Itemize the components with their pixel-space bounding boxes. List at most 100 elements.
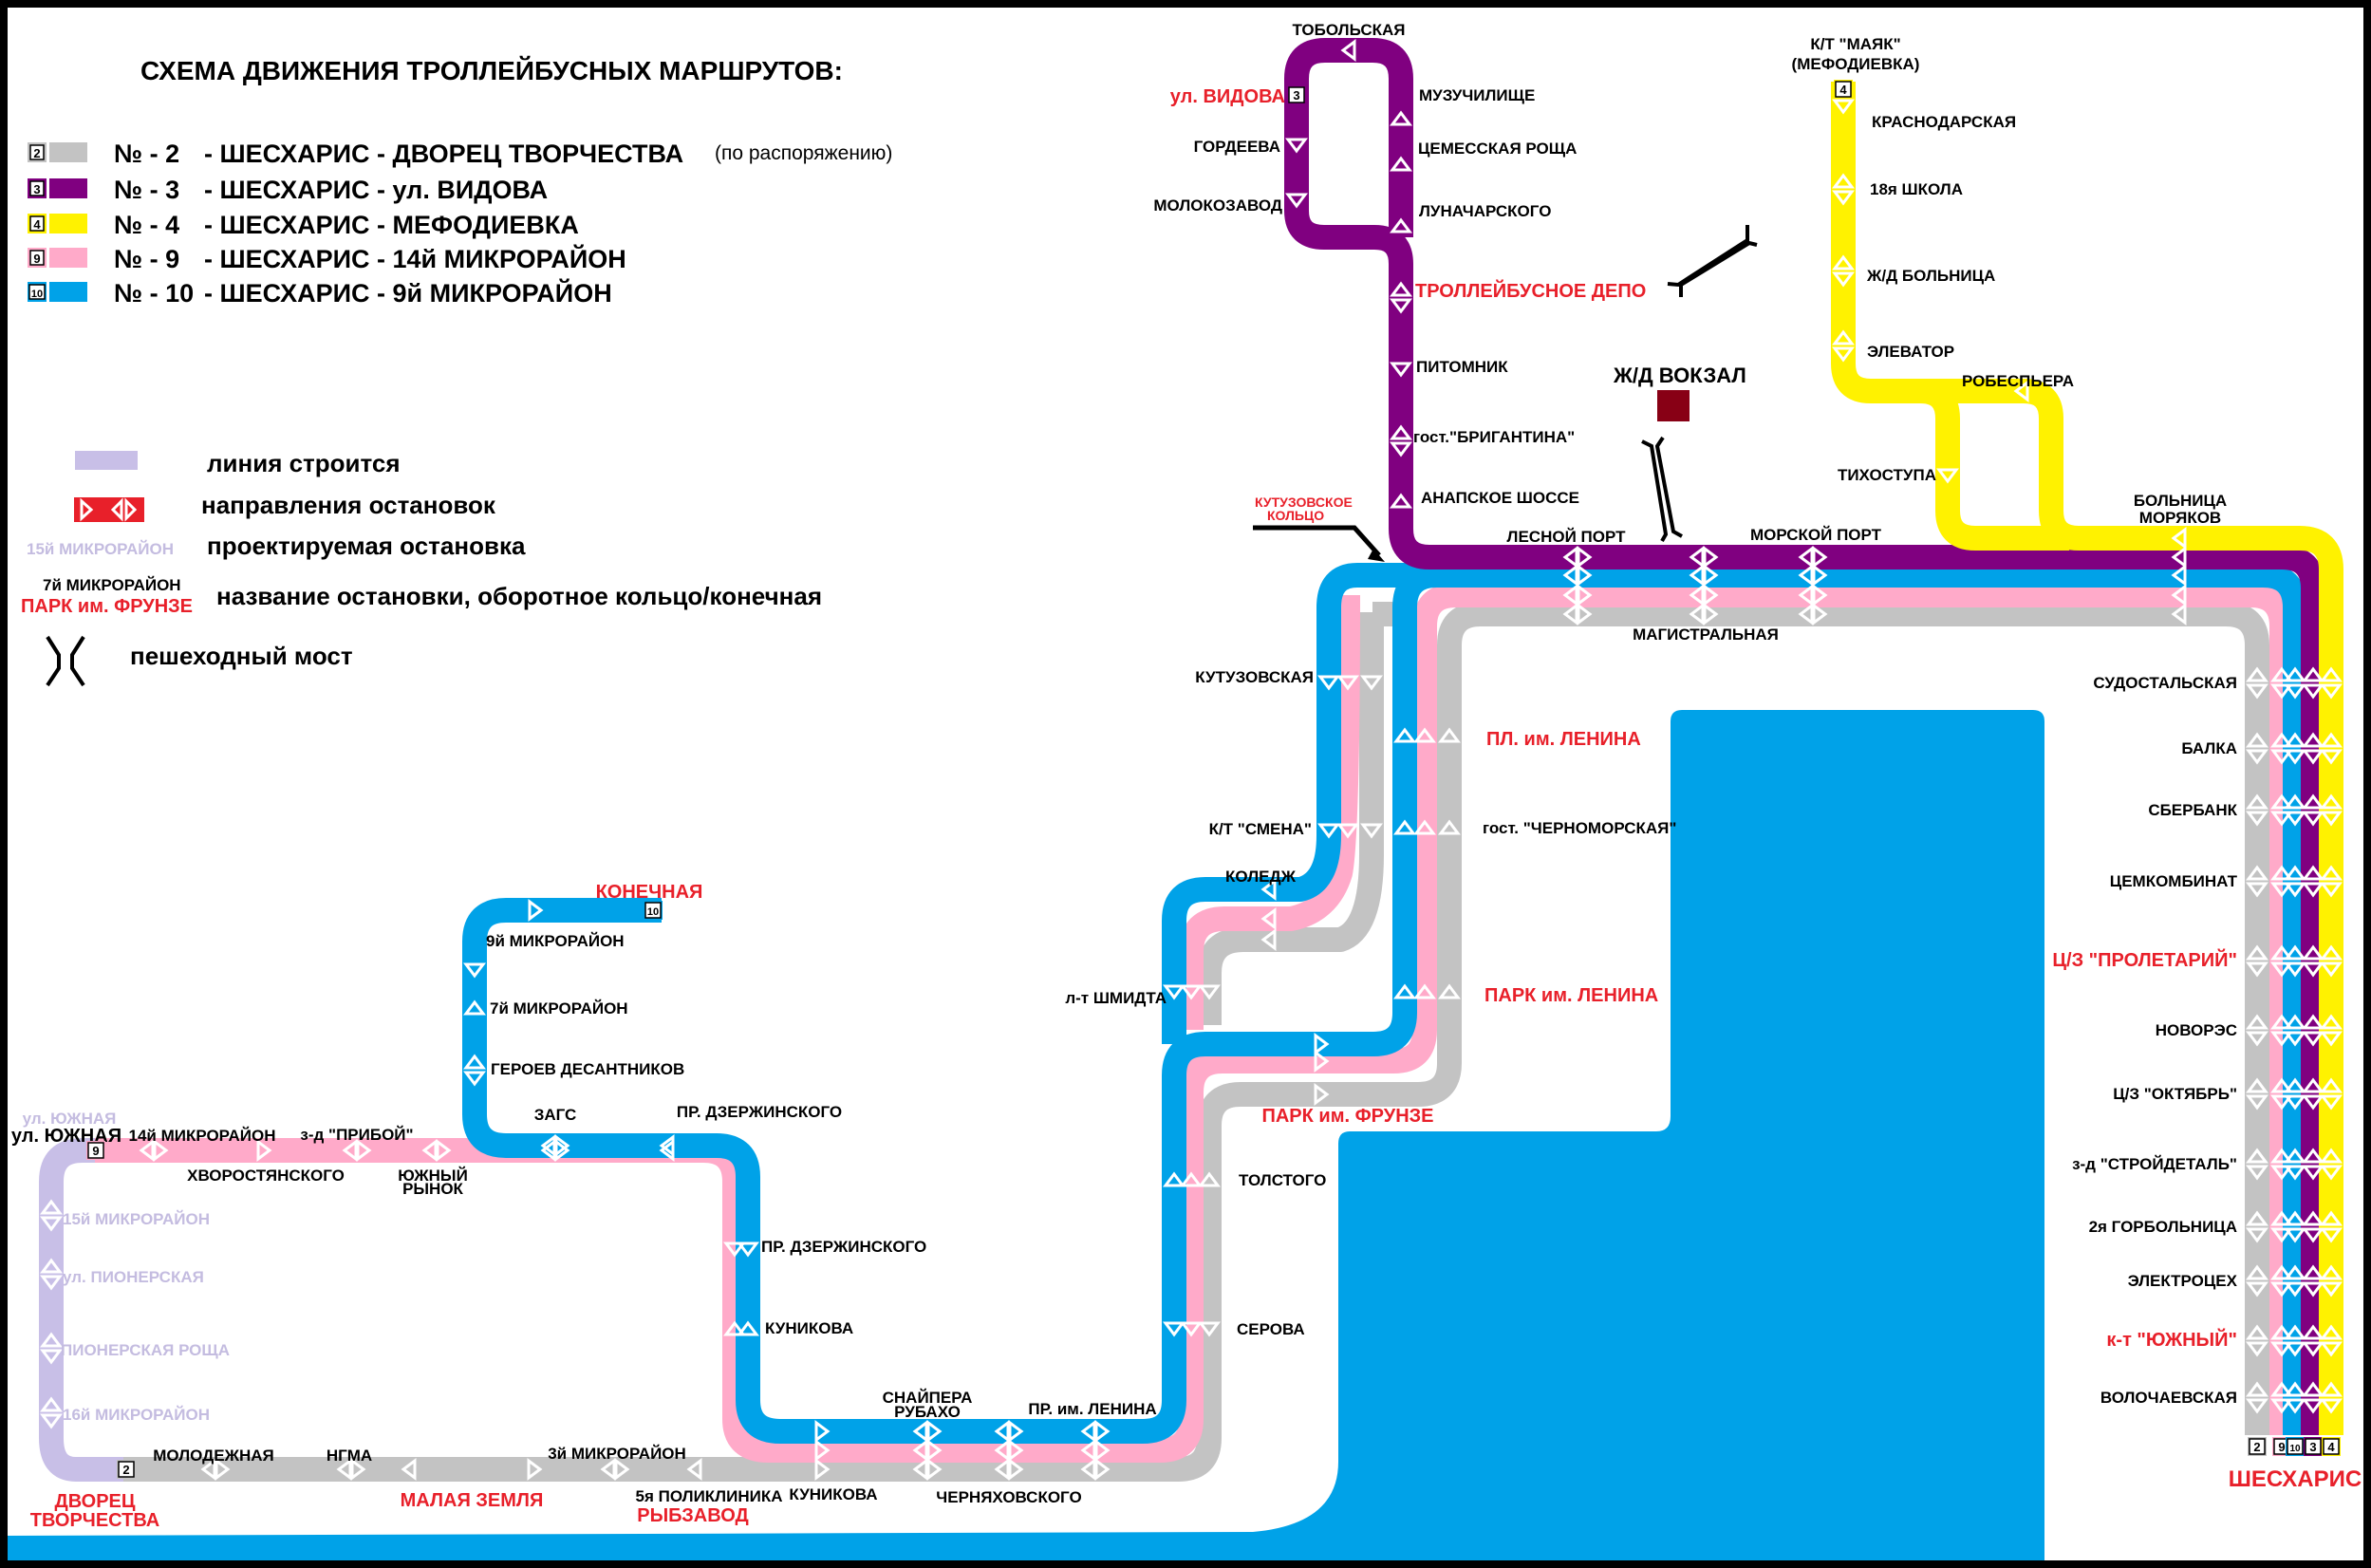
stop-label[interactable]: ПР. ДЗЕРЖИНСКОГО bbox=[677, 1103, 842, 1121]
stop-label[interactable]: ЗАГС bbox=[534, 1106, 577, 1124]
stop-bidirectional-icon bbox=[2246, 1094, 2268, 1111]
legend-route-10[interactable]: 10 № - 10 - ШЕСХАРИС - 9й МИКРОРАЙОН bbox=[28, 278, 612, 308]
stop-label[interactable]: ЦЕМЕССКАЯ РОЩА bbox=[1418, 140, 1577, 158]
stop-label[interactable]: ЭЛЕКТРОЦЕХ bbox=[2128, 1272, 2238, 1290]
legend-route-9[interactable]: 9 № - 9 - ШЕСХАРИС - 14й МИКРОРАЙОН bbox=[28, 244, 626, 273]
stop-label[interactable]: гост. "ЧЕРНОМОРСКАЯ" bbox=[1483, 819, 1676, 837]
projected-stop-label[interactable]: ул. ПИОНЕРСКАЯ bbox=[63, 1268, 204, 1286]
stop-arrow-down-icon bbox=[463, 962, 486, 979]
projected-stop-label[interactable]: 16й МИКРОРАЙОН bbox=[63, 1406, 210, 1424]
stop-label[interactable]: НОВОРЭС bbox=[2156, 1021, 2237, 1039]
stop-label[interactable]: КУТУЗОВСКАЯ bbox=[1195, 668, 1314, 686]
stop-label[interactable]: СНАЙПЕРА bbox=[883, 1389, 973, 1407]
stop-label[interactable]: 9й МИКРОРАЙОН bbox=[486, 932, 625, 950]
legend-route-4[interactable]: 4 № - 4 - ШЕСХАРИС - МЕФОДИЕВКА bbox=[28, 211, 579, 239]
stop-label[interactable]: ЦЕМКОМБИНАТ bbox=[2110, 872, 2238, 890]
terminal-label[interactable]: ДВОРЕЦ bbox=[54, 1491, 135, 1512]
legend-route-3[interactable]: 3 № - 3 - ШЕСХАРИС - ул. ВИДОВА bbox=[28, 176, 548, 204]
stop-label[interactable]: КРАСНОДАРСКАЯ bbox=[1872, 113, 2016, 131]
stop-label[interactable]: з-д "ПРИБОЙ" bbox=[300, 1126, 413, 1144]
stop-label[interactable]: ТОЛСТОГО bbox=[1239, 1171, 1326, 1189]
stop-label[interactable]: л-т ШМИДТА bbox=[1065, 989, 1167, 1007]
legend-projected-label: проектируемая остановка bbox=[207, 532, 526, 560]
stop-label[interactable]: 7й МИКРОРАЙОН bbox=[490, 999, 628, 1017]
stop-label[interactable]: РЫНОК bbox=[402, 1180, 463, 1198]
stop-label[interactable]: МОЛОДЕЖНАЯ bbox=[153, 1447, 273, 1465]
stop-bidirectional-icon bbox=[40, 1275, 63, 1291]
projected-stop-label[interactable]: ул. ЮЖНАЯ bbox=[23, 1110, 117, 1128]
stop-arrow-up-icon bbox=[723, 1320, 746, 1336]
terminal-label-sheskharis[interactable]: ШЕСХАРИС bbox=[2229, 1466, 2362, 1492]
stop-label[interactable]: ЭЛЕВАТОР bbox=[1867, 343, 1954, 361]
stop-label[interactable]: ЛУНАЧАРСКОГО bbox=[1419, 202, 1551, 220]
stop-label[interactable]: МАГИСТРАЛЬНАЯ bbox=[1633, 625, 1779, 644]
terminal-label[interactable]: к-т "ЮЖНЫЙ" bbox=[2106, 1328, 2237, 1351]
stop-label[interactable]: АНАПСКОЕ ШОССЕ bbox=[1421, 489, 1579, 507]
stop-label[interactable]: СБЕРБАНК bbox=[2148, 801, 2237, 819]
stop-arrow-right-icon bbox=[814, 1458, 831, 1481]
terminal-label[interactable]: ПАРК им. ЛЕНИНА bbox=[1484, 985, 1658, 1006]
projected-stop-label[interactable]: 15й МИКРОРАЙОН bbox=[63, 1210, 210, 1228]
stop-label[interactable]: ГОРДЕЕВА bbox=[1194, 138, 1280, 156]
stop-label[interactable]: ПР. им. ЛЕНИНА bbox=[1028, 1400, 1156, 1418]
stop-bidirectional-icon bbox=[2246, 1014, 2268, 1030]
stop-label[interactable]: ЮЖНЫЙ bbox=[398, 1167, 468, 1185]
stop-bidirectional-icon bbox=[2270, 1264, 2293, 1280]
stop-label[interactable]: БАЛКА bbox=[2181, 739, 2237, 757]
stop-bidirectional-icon bbox=[1798, 546, 1814, 569]
center-stops: КУТУЗОВСКАЯ К/Т "СМЕНА" КОЛЕДЖ л-т ШМИДТ… bbox=[1065, 668, 1676, 1338]
stop-label[interactable]: 5я ПОЛИКЛИНИКА bbox=[636, 1487, 783, 1505]
stop-arrow-left-icon bbox=[2171, 527, 2187, 550]
stop-bidirectional-icon bbox=[1703, 584, 1719, 607]
stop-label[interactable]: СУДОСТАЛЬСКАЯ bbox=[2093, 674, 2237, 692]
stop-label[interactable]: Ц/З "ОКТЯБРЬ" bbox=[2113, 1085, 2237, 1103]
stop-label[interactable]: ЛЕСНОЙ ПОРТ bbox=[1507, 528, 1627, 546]
stop-label[interactable]: СЕРОВА bbox=[1237, 1320, 1305, 1338]
stop-label[interactable]: БОЛЬНИЦА bbox=[2134, 492, 2227, 510]
terminal-label[interactable]: ул. ВИДОВА bbox=[1170, 86, 1285, 107]
stop-label[interactable]: 14й МИКРОРАЙОН bbox=[128, 1127, 275, 1145]
stop-label[interactable]: КОЛЕДЖ bbox=[1225, 868, 1297, 886]
stop-label[interactable]: КУНИКОВА bbox=[789, 1485, 877, 1503]
terminal-label[interactable]: К/Т "МАЯК" bbox=[1810, 35, 1900, 53]
stop-label[interactable]: ХВОРОСТЯНСКОГО bbox=[187, 1167, 345, 1185]
stop-label[interactable]: ЧЕРНЯХОВСКОГО bbox=[936, 1488, 1081, 1506]
stop-label[interactable]: К/Т "СМЕНА" bbox=[1209, 820, 1312, 838]
stop-label[interactable]: ПИТОМНИК bbox=[1416, 358, 1508, 376]
stop-label[interactable]: ПР. ДЗЕРЖИНСКОГО bbox=[761, 1238, 926, 1256]
terminal-label[interactable]: ТВОРЧЕСТВА bbox=[30, 1510, 160, 1531]
stop-bidirectional-icon bbox=[926, 1458, 943, 1481]
terminal-label[interactable]: ПАРК им. ФРУНЗЕ bbox=[1261, 1106, 1433, 1127]
legend-route-2[interactable]: 2 № - 2 - ШЕСХАРИС - ДВОРЕЦ ТВОРЧЕСТВА (… bbox=[28, 140, 892, 168]
stop-label[interactable]: НГМА bbox=[327, 1447, 372, 1465]
stop-label[interactable]: ТИХОСТУПА bbox=[1838, 466, 1936, 484]
projected-stop-label[interactable]: ПИОНЕРСКАЯ РОЩА bbox=[61, 1341, 230, 1359]
stop-label[interactable]: РОБЕСПЬЕРА bbox=[1962, 372, 2074, 390]
terminal-label[interactable]: (МЕФОДИЕВКА) bbox=[1792, 55, 1920, 73]
stop-label[interactable]: РУБАХО bbox=[894, 1403, 961, 1421]
stop-label[interactable]: 3й МИКРОРАЙОН bbox=[548, 1445, 686, 1463]
stop-label[interactable]: ТОБОЛЬСКАЯ bbox=[1292, 21, 1405, 39]
railway-station[interactable]: Ж/Д ВОКЗАЛ bbox=[1613, 364, 1746, 421]
terminal-label[interactable]: ПЛ. им. ЛЕНИНА bbox=[1486, 729, 1641, 750]
terminal-label[interactable]: МАЛАЯ ЗЕМЛЯ bbox=[401, 1490, 544, 1511]
stop-label[interactable]: Ж/Д БОЛЬНИЦА bbox=[1866, 267, 1995, 285]
stop-label[interactable]: ВОЛОЧАЕВСКАЯ bbox=[2100, 1389, 2237, 1407]
stop-label[interactable]: МОЛОКОЗАВОД bbox=[1153, 196, 1282, 215]
route-9-line bbox=[1179, 594, 1360, 1030]
terminal-label[interactable]: Ц/З "ПРОЛЕТАРИЙ" bbox=[2052, 948, 2237, 971]
stop-label[interactable]: МУЗУЧИЛИЩЕ bbox=[1419, 86, 1535, 104]
terminal-label[interactable]: КОНЕЧНАЯ bbox=[596, 882, 703, 903]
terminal-label[interactable]: РЫБЗАВОД bbox=[637, 1505, 749, 1526]
stop-label[interactable]: гост."БРИГАНТИНА" bbox=[1413, 428, 1575, 446]
stop-label[interactable]: 2я ГОРБОЛЬНИЦА bbox=[2089, 1218, 2237, 1236]
stop-label[interactable]: МОРЯКОВ bbox=[2139, 509, 2221, 527]
terminal-label[interactable]: ТРОЛЛЕЙБУСНОЕ ДЕПО bbox=[1415, 279, 1646, 302]
stop-label[interactable]: 18я ШКОЛА bbox=[1870, 180, 1963, 198]
stop-label[interactable]: МОРСКОЙ ПОРТ bbox=[1750, 526, 1882, 544]
stop-label[interactable]: ГЕРОЕВ ДЕСАНТНИКОВ bbox=[491, 1060, 684, 1078]
stop-label[interactable]: КУНИКОВА bbox=[765, 1319, 853, 1337]
stop-bidirectional-icon bbox=[2284, 1264, 2306, 1280]
stop-label[interactable]: з-д "СТРОЙДЕТАЛЬ" bbox=[2072, 1155, 2237, 1173]
